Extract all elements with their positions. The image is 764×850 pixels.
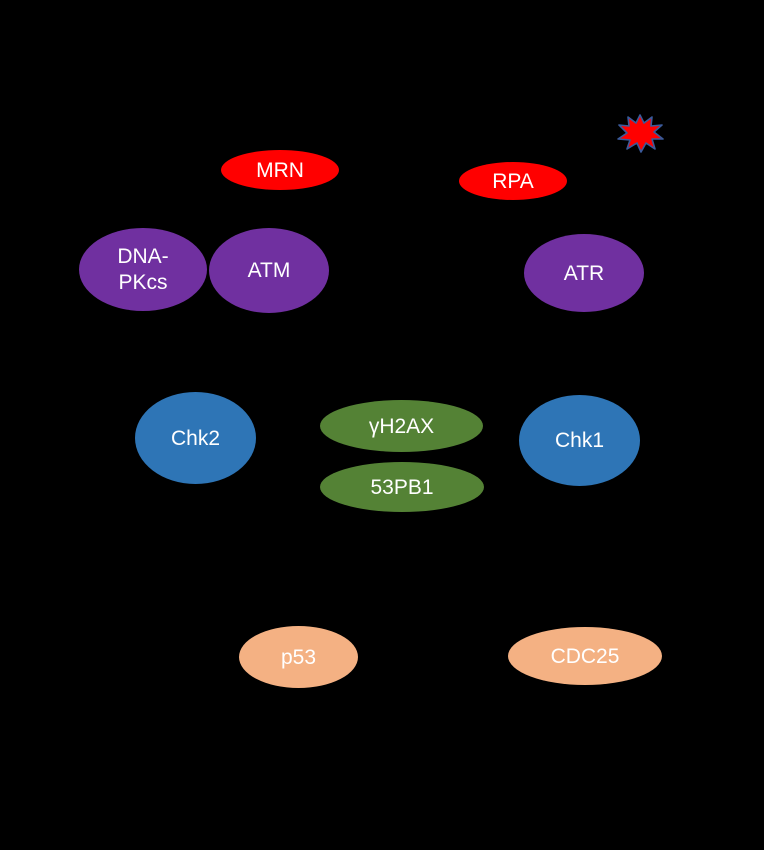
53pb1-label: 53PB1 — [370, 475, 434, 499]
dna-damage-burst-icon — [617, 114, 664, 153]
atr-label: ATR — [563, 261, 605, 285]
dna-pkcs-label-line1: DNA- — [117, 244, 169, 268]
53pb1-node: 53PB1 — [320, 462, 484, 512]
gamma-h2ax-node: γH2AX — [320, 400, 483, 452]
cdc25-node: CDC25 — [508, 627, 662, 685]
chk2-label: Chk2 — [170, 426, 221, 450]
dna-pkcs-node: DNA- PKcs — [79, 228, 207, 311]
mrn-node: MRN — [221, 150, 339, 190]
atm-label: ATM — [247, 259, 291, 282]
rpa-label: RPA — [492, 169, 534, 193]
chk1-node: Chk1 — [519, 395, 640, 486]
gamma-h2ax-label: γH2AX — [368, 414, 435, 438]
mrn-label: MRN — [256, 158, 304, 182]
chk1-label: Chk1 — [554, 429, 605, 452]
chk2-node: Chk2 — [135, 392, 256, 484]
dna-pkcs-label-line2: PKcs — [118, 270, 168, 294]
dna-pkcs-label: DNA- PKcs — [117, 244, 168, 296]
p53-label: p53 — [280, 645, 317, 669]
rpa-node: RPA — [459, 162, 567, 200]
cdc25-label: CDC25 — [550, 644, 620, 668]
p53-node: p53 — [239, 626, 358, 688]
atr-node: ATR — [524, 234, 644, 312]
atm-node: ATM — [209, 228, 329, 313]
